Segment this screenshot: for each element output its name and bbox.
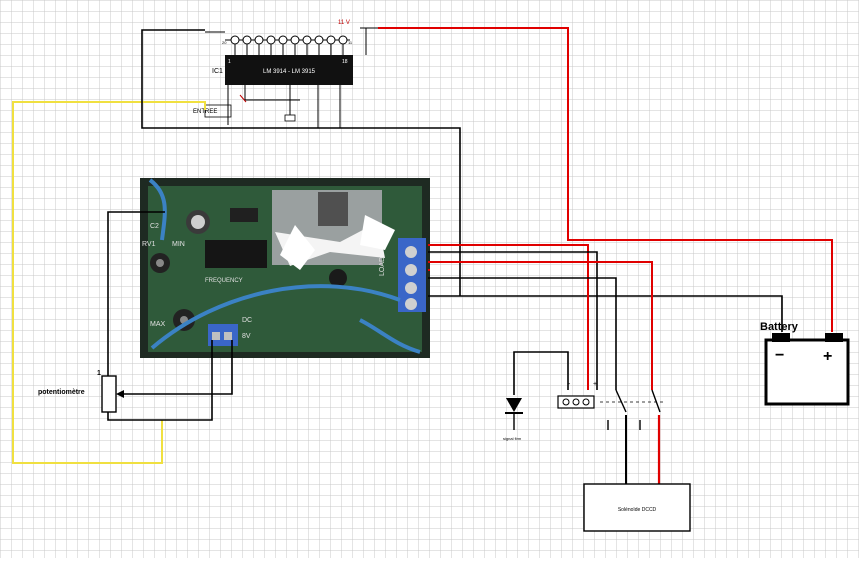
wire-red <box>428 261 653 390</box>
potentiometer-label: potentiomètre <box>38 389 85 396</box>
relay-plus: + <box>593 381 597 388</box>
potentiometer-pin: 1 <box>97 370 101 377</box>
battery-label: Battery <box>760 321 799 333</box>
led-segment <box>326 35 336 45</box>
ic-pin-label: 20 <box>222 40 227 45</box>
wire-black <box>428 251 598 390</box>
ic-part-number: LM 3914 - LM 3915 <box>263 69 316 75</box>
led-segment <box>230 35 240 45</box>
wire-black <box>141 29 461 296</box>
board-marking: DC <box>242 317 252 324</box>
relay: - + <box>557 381 666 430</box>
led-segment <box>314 35 324 45</box>
ic-pin-label: 1 <box>228 59 231 65</box>
led-segment <box>242 35 252 45</box>
wire-black <box>428 295 783 332</box>
led-segment <box>290 35 300 45</box>
led-segment <box>302 35 312 45</box>
led-segment <box>338 35 348 45</box>
diode-label: signal firm <box>503 436 522 441</box>
board-marking: LOAD <box>379 257 386 276</box>
pwm-board: C2 RV1 MIN MAX DC 8V LOAD FREQUENCY <box>140 178 430 358</box>
led-segment <box>266 35 276 45</box>
solenoid: Solénoïde DCCD <box>583 483 691 532</box>
ic-circuit: LM 3914 - LM 3915 IC1 1 18 20 11 11 V EN… <box>193 20 378 128</box>
relay-minus: - <box>568 381 571 388</box>
potentiometer: potentiomètre 1 <box>38 370 124 413</box>
wire-black <box>513 351 569 395</box>
board-marking: C2 <box>150 223 159 230</box>
wiring <box>12 27 833 484</box>
ic-body <box>225 55 353 85</box>
board-marking: MAX <box>150 321 166 328</box>
led-segment <box>278 35 288 45</box>
wire-black <box>118 340 233 395</box>
battery: Battery − + <box>760 321 850 406</box>
board-marking: RV1 <box>142 241 156 248</box>
ic-reference: IC1 <box>212 68 223 75</box>
supply-voltage-label: 11 V <box>338 20 350 26</box>
wire-red <box>428 244 589 390</box>
board-marking: 8V <box>242 333 251 340</box>
battery-plus: + <box>823 348 832 365</box>
wire-black <box>107 211 165 376</box>
led-bar <box>225 35 350 55</box>
ic-pin-label: 18 <box>342 59 348 65</box>
led-segment <box>254 35 264 45</box>
board-marking: FREQUENCY <box>205 278 243 284</box>
battery-minus: − <box>775 347 784 364</box>
wire-black <box>428 277 617 390</box>
solenoid-label: Solénoïde DCCD <box>618 507 657 513</box>
diode-led: signal firm <box>503 398 523 441</box>
wire-yellow <box>12 101 206 464</box>
wire-red <box>378 27 833 332</box>
ic-pin-label: 11 <box>348 40 353 45</box>
board-marking: MIN <box>172 241 185 248</box>
wire-black <box>107 340 213 421</box>
